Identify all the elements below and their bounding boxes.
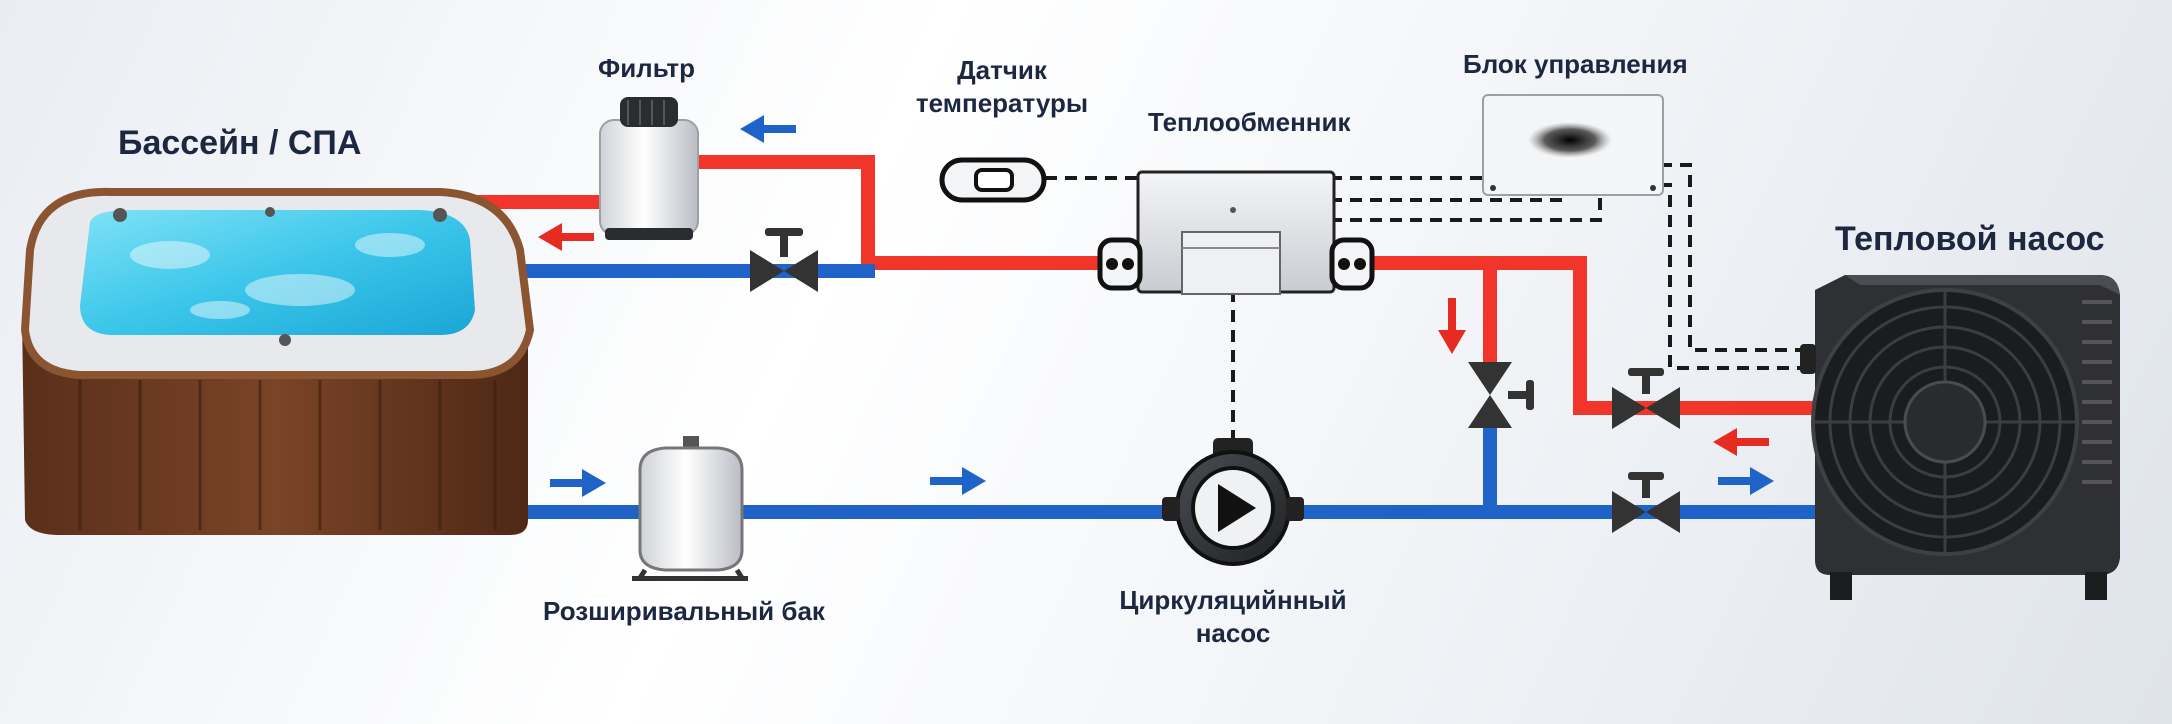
heat-exchanger-label: Теплообменник: [1148, 107, 1351, 137]
control-to-heatpump-line-2: [1640, 183, 1810, 370]
expansion-tank-label: Розширивальный бак: [543, 596, 825, 626]
circ-pump-label-line1: Циркуляцийнный: [1119, 585, 1347, 615]
temperature-sensor: [939, 157, 1047, 203]
spa-water: [80, 210, 475, 335]
circ-pump-label: Циркуляцийнный насос: [1098, 584, 1368, 649]
heat-pump-label: Тепловой насос: [1835, 220, 2105, 258]
valve-heatpump-return[interactable]: [1612, 472, 1680, 533]
hot-pipe-filter-to-exchanger: [695, 155, 1100, 270]
temp-sensor-label-line2: температуры: [915, 87, 1089, 118]
arrow-right-middle: [930, 467, 986, 495]
valve-bypass[interactable]: [1468, 362, 1534, 428]
valve-heatpump-supply[interactable]: [1612, 368, 1680, 429]
arrow-right-heatpump: [1718, 467, 1774, 495]
spa-tub: [20, 187, 535, 535]
arrow-right-pool: [550, 469, 606, 497]
control-to-heatpump-line-1: [1660, 163, 1810, 352]
expansion-tank: [632, 436, 748, 581]
arrow-down-bypass: [1438, 298, 1466, 354]
pool-label: Бассейн / СПА: [118, 124, 362, 162]
arrow-left-heatpump: [1713, 428, 1769, 456]
valve-pool-return[interactable]: [750, 228, 818, 292]
heat-exchanger: [1097, 170, 1375, 295]
control-to-exchanger-line-3: [1330, 185, 1602, 222]
temp-sensor-label: Датчик температуры: [912, 54, 1092, 119]
circulation-pump: [1162, 438, 1304, 566]
circ-pump-label-line2: насос: [1195, 617, 1271, 648]
exchanger-port-right: [1329, 237, 1375, 291]
hot-pipe-exchanger-to-heatpump: [1360, 256, 1815, 415]
arrow-left-filter: [740, 115, 796, 143]
filter-label: Фильтр: [598, 53, 696, 83]
exchanger-port-left: [1097, 237, 1143, 291]
filter-unit: [599, 97, 699, 240]
arrow-left-pool: [538, 223, 594, 251]
play-icon: [1218, 484, 1256, 532]
temp-sensor-label-line1: Датчик: [957, 55, 1047, 85]
control-unit-label: Блок управления: [1463, 49, 1688, 79]
flow-arrows: [538, 115, 1774, 497]
control-unit: [1482, 94, 1664, 196]
heat-pump-unit: [1800, 275, 2120, 600]
